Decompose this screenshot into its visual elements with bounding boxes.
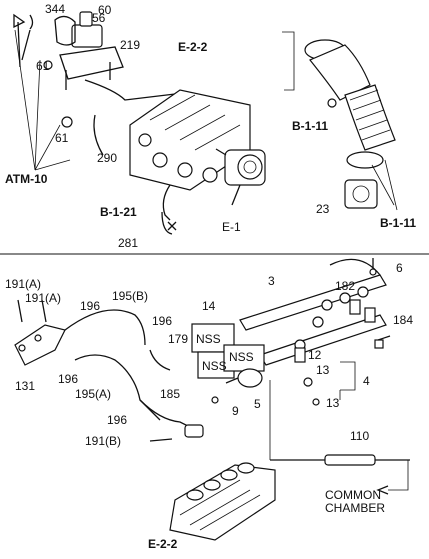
callout-196-d: 196 [107,413,127,427]
ref-bracket-top [282,31,295,91]
callout-185: 185 [160,387,180,401]
callout-60: 60 [98,3,112,17]
intake-manifold [129,89,251,221]
callout-182: 182 [335,279,355,293]
callout-196-c: 196 [58,372,78,386]
callout-344: 344 [45,2,65,16]
throttle-body [215,148,266,206]
callout-191b: 191(B) [85,434,121,448]
callout-195b: 195(B) [112,289,148,303]
callout-5: 5 [254,397,261,411]
pressure-regulator [237,368,263,388]
callout-110: 110 [350,429,369,443]
air-duct-assembly [304,39,396,209]
ref-e-2-2-bottom: E-2-2 [148,537,178,551]
callout-labels: 344 60 56 219 61 61 290 E-2-2 B-1-11 B-1… [5,2,416,551]
callout-179: 179 [168,332,188,346]
callout-191a-2: 191(A) [25,291,61,305]
callout-219: 219 [120,38,140,52]
injectors [294,299,384,363]
hose-185 [139,399,201,433]
sensor-bracket-assembly [13,11,176,156]
ref-atm-10: ATM-10 [5,172,48,186]
hose-195b [64,309,146,346]
common-chamber-line2: CHAMBER [325,501,385,515]
callout-184: 184 [393,313,413,327]
callout-9: 9 [232,404,239,418]
callout-281: 281 [118,236,138,250]
callout-13-b: 13 [326,396,340,410]
callout-196-a: 196 [80,299,100,313]
callout-3: 3 [268,274,275,288]
top-diagram [13,11,398,235]
ref-b-1-11-b: B-1-11 [380,216,416,230]
callout-61-a: 61 [36,59,50,73]
callout-e-1: E-1 [222,220,241,234]
callout-23: 23 [316,202,330,216]
bracket-131 [14,324,66,366]
callout-131: 131 [15,379,35,393]
nss-label-2: NSS [202,359,227,373]
ref-b-1-21: B-1-21 [100,205,137,219]
fuel-rail [239,258,387,366]
ref-bracket-right [371,159,398,211]
atm-leaders [14,29,71,171]
callout-195a: 195(A) [75,387,111,401]
callout-14: 14 [202,299,216,313]
hose-195a [74,354,161,421]
callout-13-a: 13 [316,363,330,377]
callout-56: 56 [92,11,106,25]
callout-196-b: 196 [152,314,172,328]
callout-6: 6 [396,261,403,275]
common-chamber-line1: COMMON [325,488,381,502]
callout-4: 4 [363,374,370,388]
bottom-diagram [14,258,410,541]
ref-b-1-11-a: B-1-11 [292,119,328,133]
intake-manifold-lower [169,462,276,541]
callout-290: 290 [97,151,117,165]
nss-label-1: NSS [196,332,221,346]
hose-b121 [161,211,173,235]
ref-e-2-2-top: E-2-2 [178,40,208,54]
clip-281 [167,221,177,231]
nss-label-3: NSS [229,350,254,364]
callout-12: 12 [308,348,322,362]
callout-191a-1: 191(A) [5,277,41,291]
callout-61-b: 61 [55,131,69,145]
